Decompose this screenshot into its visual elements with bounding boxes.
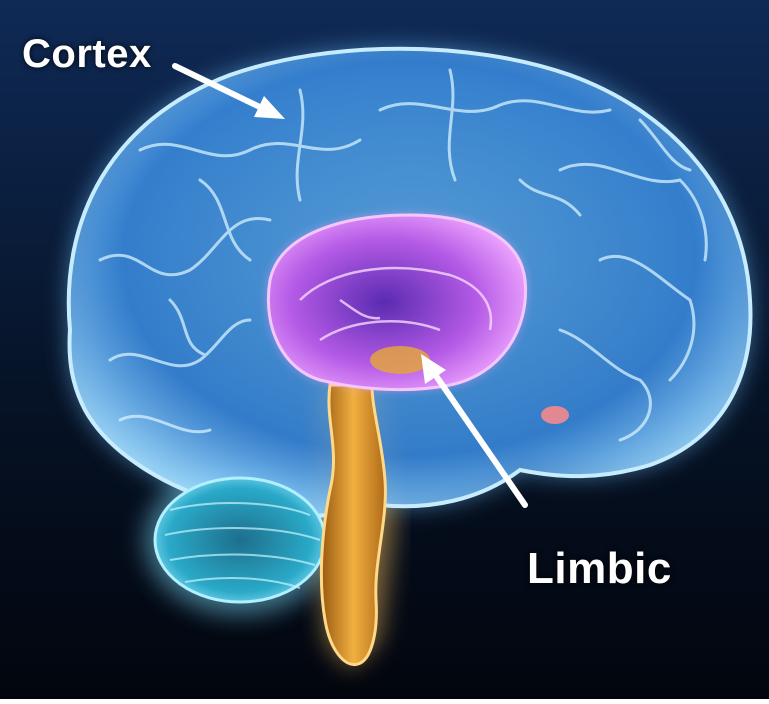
limbic-label: Limbic [527, 544, 672, 594]
cortex-label: Cortex [22, 32, 152, 77]
thalamus-structure [370, 346, 430, 374]
pituitary-structure [541, 406, 569, 424]
brainstem-region [321, 385, 385, 665]
cerebellum-region [155, 478, 325, 602]
